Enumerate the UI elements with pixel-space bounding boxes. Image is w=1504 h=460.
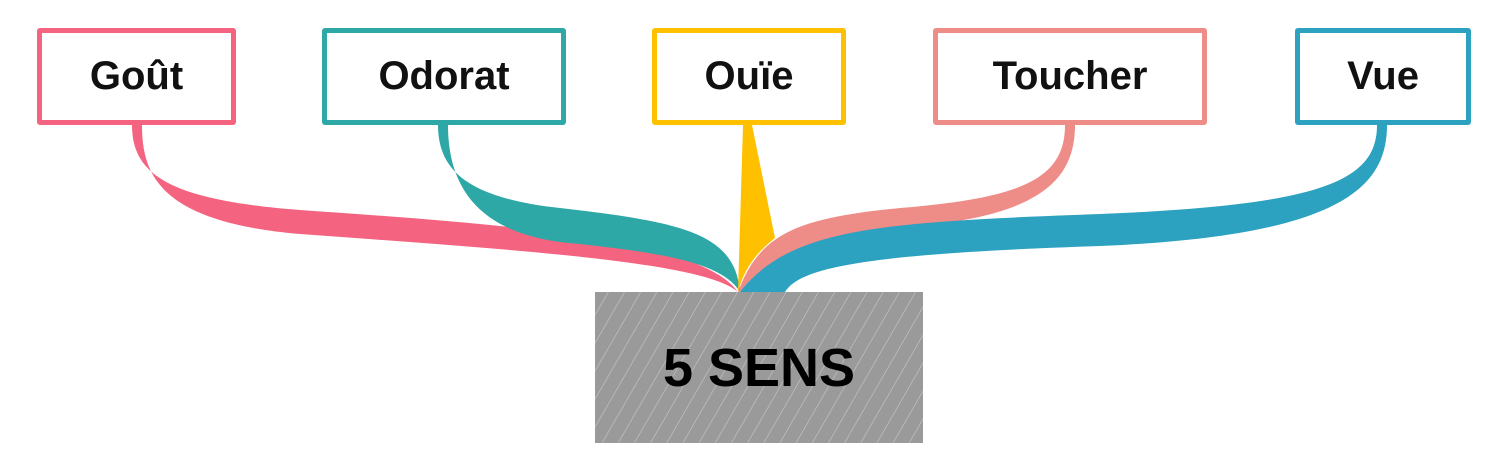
branch-label: Odorat [378,54,510,98]
branch-vue-connector [740,125,1387,292]
branch-ouie[interactable]: Ouïe [652,28,846,125]
branch-vue[interactable]: Vue [1295,28,1471,125]
hatched-background [595,292,923,443]
branch-label: Goût [89,54,184,98]
branch-odorat-connector [438,125,740,292]
branch-label: Toucher [992,54,1148,98]
branch-ouie-connector [738,125,775,292]
branch-gout[interactable]: Goût [37,28,236,125]
root-label: 5 SENS [662,337,856,398]
branch-toucher-connector [738,125,1075,292]
branch-label: Ouïe [704,54,794,98]
branch-label: Vue [1347,54,1419,98]
branch-toucher[interactable]: Toucher [933,28,1207,125]
branch-odorat[interactable]: Odorat [322,28,566,125]
root-node: 5 SENS [593,290,925,445]
branch-gout-connector [132,125,738,292]
